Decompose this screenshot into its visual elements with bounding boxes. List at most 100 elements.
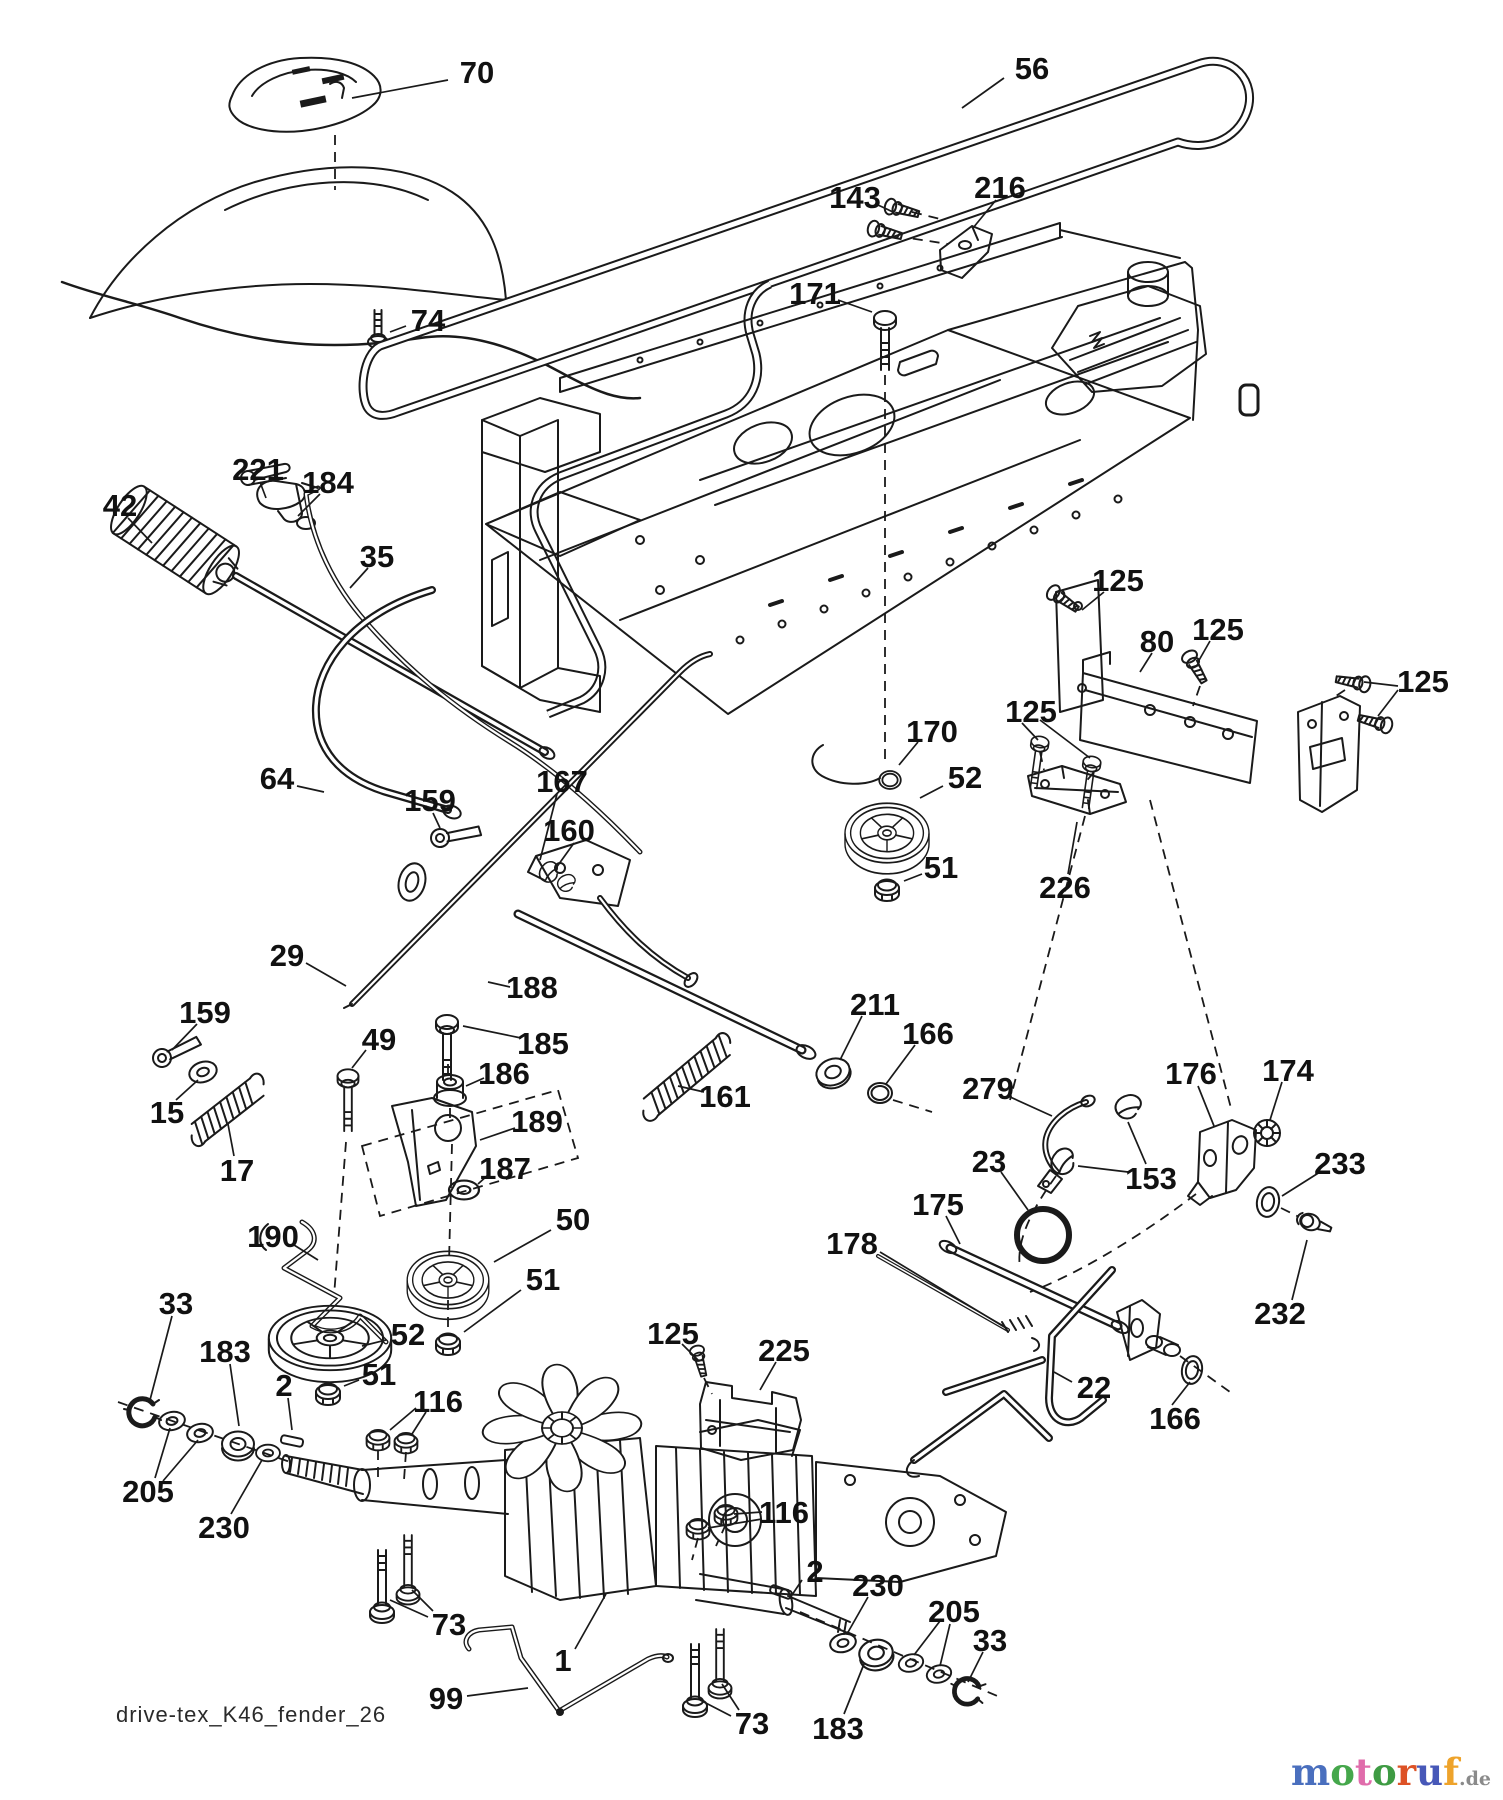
leader-line-175 [945, 1215, 961, 1245]
part-label-23: 23 [972, 1144, 1006, 1179]
leader-line-116 [411, 1411, 427, 1435]
grip-42 [110, 484, 240, 596]
part-label-143: 143 [829, 180, 881, 215]
leader-line-166 [885, 1044, 916, 1085]
diagram-filename: drive-tex_K46_fender_26 [116, 1702, 387, 1727]
part-label-22: 22 [1077, 1370, 1111, 1405]
leader-line-2 [287, 1397, 293, 1431]
leader-line-35 [349, 567, 369, 589]
part-label-125: 125 [1005, 694, 1057, 729]
key-2-left [279, 1434, 305, 1448]
leader-line-64 [296, 785, 325, 793]
leader-line-50 [493, 1229, 552, 1263]
leader-line-125 [1081, 591, 1105, 611]
part-label-184: 184 [302, 465, 354, 500]
leader-line-225 [759, 1361, 777, 1391]
leader-line-125 [1377, 689, 1399, 717]
part-label-183: 183 [199, 1334, 251, 1369]
part-label-205: 205 [928, 1594, 980, 1629]
leader-line-188 [487, 981, 511, 988]
bracket-226 [1027, 765, 1127, 815]
watermark-letter: o [1371, 1750, 1397, 1794]
part-label-226: 226 [1039, 870, 1091, 905]
part-label-52: 52 [948, 760, 982, 795]
part-label-160: 160 [543, 813, 595, 848]
part-label-50: 50 [556, 1202, 590, 1237]
part-label-225: 225 [758, 1333, 810, 1368]
leader-line-183 [229, 1363, 240, 1427]
part-label-166: 166 [902, 1016, 954, 1051]
part-label-15: 15 [150, 1095, 184, 1130]
leader-line-116 [733, 1511, 763, 1515]
leader-line-15 [175, 1079, 199, 1101]
leader-line-167 [539, 793, 558, 861]
fender-group [60, 56, 642, 400]
leader-line-216 [972, 199, 997, 229]
part-label-166: 166 [1149, 1401, 1201, 1436]
part-label-51: 51 [362, 1357, 396, 1392]
pivot-bracket-167 [527, 839, 631, 907]
part-label-125: 125 [1092, 563, 1144, 598]
part-label-116: 116 [413, 1384, 463, 1419]
leader-line-159 [432, 812, 441, 829]
part-label-279: 279 [962, 1071, 1014, 1106]
motoruf-watermark: motoruf.de [1291, 1750, 1491, 1794]
part-label-153: 153 [1125, 1161, 1177, 1196]
part-label-2: 2 [806, 1554, 823, 1589]
leader-line-56 [961, 77, 1005, 109]
part-label-116: 116 [759, 1495, 809, 1530]
part-label-74: 74 [411, 303, 446, 338]
watermark-suffix: .de [1459, 1768, 1491, 1790]
leader-line-52 [361, 1339, 387, 1347]
brake-linkage-group [876, 1090, 1333, 1478]
bolt-232 [1296, 1211, 1333, 1233]
part-label-190: 190 [247, 1219, 299, 1254]
part-label-99: 99 [429, 1681, 463, 1716]
leader-line-73 [721, 1683, 740, 1711]
transaxle-group [124, 1363, 1007, 1718]
mount-plate-80-group [1024, 579, 1395, 815]
leader-line-52 [919, 785, 944, 799]
leader-line-73 [411, 1589, 434, 1612]
leader-line-125 [1039, 719, 1091, 759]
leader-line-205 [154, 1427, 171, 1479]
leader-line-125 [1197, 640, 1211, 663]
leader-line-189 [479, 1127, 516, 1141]
leader-line-116 [707, 1518, 763, 1529]
watermark-letter: o [1330, 1750, 1355, 1794]
watermark-letter: u [1416, 1750, 1444, 1794]
part-label-56: 56 [1015, 51, 1049, 86]
leader-line-187 [477, 1174, 489, 1185]
leader-line-184 [297, 493, 321, 517]
leader-line-42 [127, 517, 153, 544]
part-label-188: 188 [506, 970, 558, 1005]
part-label-233: 233 [1314, 1146, 1366, 1181]
part-label-178: 178 [826, 1226, 878, 1261]
leader-line-17 [227, 1123, 235, 1157]
part-label-186: 186 [478, 1056, 530, 1091]
leader-line-33 [149, 1315, 173, 1401]
leader-line-49 [351, 1049, 367, 1069]
leader-line-221 [259, 481, 267, 499]
part-label-183: 183 [812, 1711, 864, 1746]
bracket-176 [1187, 1119, 1257, 1206]
part-label-52: 52 [391, 1317, 425, 1352]
leader-line-232 [1291, 1239, 1308, 1301]
part-label-49: 49 [362, 1022, 396, 1057]
leader-line-153 [1077, 1165, 1129, 1173]
leader-line-73 [389, 1599, 429, 1618]
part-label-175: 175 [912, 1187, 964, 1222]
control-panel-70 [228, 56, 382, 133]
leader-line-2 [789, 1579, 803, 1599]
part-label-167: 167 [536, 764, 588, 799]
part-label-216: 216 [974, 170, 1026, 205]
part-label-51: 51 [526, 1262, 560, 1297]
part-label-33: 33 [159, 1286, 193, 1321]
o-ring-23 [1014, 1206, 1072, 1264]
part-label-221: 221 [232, 452, 284, 487]
spring-161 [642, 1032, 732, 1122]
leader-line-178 [879, 1251, 1007, 1329]
leader-line-186 [465, 1077, 485, 1087]
